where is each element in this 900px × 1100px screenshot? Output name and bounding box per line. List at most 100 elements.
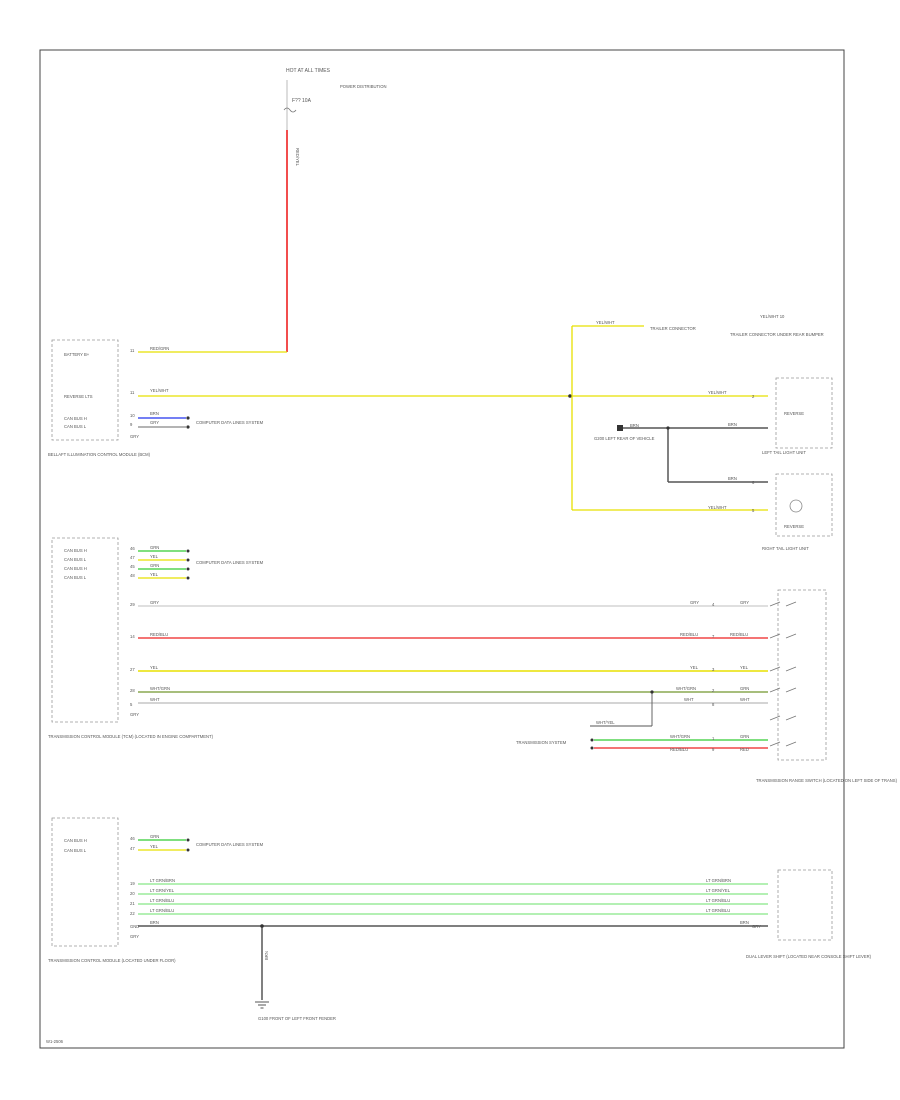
- bus-3-num: 21: [130, 901, 135, 906]
- bus-1-wire: LT GRN/BRN: [150, 878, 175, 883]
- fuse-desc: POWER DISTRIBUTION: [340, 84, 387, 89]
- bus-4-wire: LT GRN/BLU: [150, 908, 174, 913]
- lighting-module-name: BELLAFT ILLUMINATION CONTROL MODULE (BCM…: [48, 452, 151, 457]
- tcm-side-note: COMPUTER DATA LINES SYSTEM: [196, 560, 264, 565]
- bus-3-wire: LT GRN/BLU: [150, 898, 174, 903]
- right-lamp-label: RIGHT TAIL LIGHT UNIT: [762, 546, 809, 551]
- bus-2-end-wire: LT GRN/YEL: [706, 888, 731, 893]
- tcm-can-4-num: 48: [130, 573, 135, 578]
- lm-connector: GRY: [130, 434, 139, 439]
- dual-lever: GRY DUAL LEVER SHIFT (LOCATED NEAR CONSO…: [746, 869, 872, 959]
- lm-pin-3-func: CAN BUS H: [64, 416, 87, 421]
- splice-wire: WHT/YEL: [596, 720, 615, 725]
- range-switch-name: TRANSMISSION RANGE SWITCH (LOCATED ON LE…: [756, 778, 898, 783]
- right-reverse-label: REVERSE: [784, 524, 804, 529]
- tcm-can-2-func: CAN BUS L: [64, 557, 87, 562]
- range-5-end-pin: 8: [712, 702, 715, 707]
- left-lamp-wire: YEL/WHT: [708, 390, 727, 395]
- tcm-can-4-func: CAN BUS L: [64, 575, 87, 580]
- lm-pin-1-wire: RED/GRN: [150, 346, 169, 351]
- range-4-wire: WHT/GRN: [150, 686, 170, 691]
- reverse-bulb-icon: [789, 499, 803, 513]
- tcm2-name: TRANSMISSION CONTROL MODULE (LOCATED UND…: [48, 958, 176, 963]
- fuse-title: HOT AT ALL TIMES: [286, 68, 331, 74]
- bus-gnd-end-wire: BRN: [740, 920, 749, 925]
- lm-pin-3-num: 10: [130, 413, 135, 418]
- lm-pin-1-num: 11: [130, 348, 135, 353]
- range-lower-2-pin: 9: [712, 747, 715, 752]
- range-feed-label: TRANSMISSION SYSTEM: [516, 740, 567, 745]
- bus-3-end-wire: LT GRN/BLU: [706, 898, 730, 903]
- lighting-module: BATTERY B+ 11 RED/GRN REVERSE LTS 11 YEL…: [48, 339, 169, 457]
- tcm-can-3-wire: GRN: [150, 563, 159, 568]
- bus-2-wire: LT GRN/YEL: [150, 888, 175, 893]
- ground-desc: G200 LEFT REAR OF VEHICLE: [594, 436, 655, 441]
- left-lamp-box: [775, 377, 833, 449]
- bus-gnd-wire: BRN: [150, 920, 159, 925]
- left-reverse-label: REVERSE: [784, 411, 804, 416]
- fuse-id: F?? 10A: [292, 98, 312, 104]
- dual-lever-name: DUAL LEVER SHIFT (LOCATED NEAR CONSOLE S…: [746, 954, 872, 959]
- range-1-switch-wire: GRY: [740, 600, 749, 605]
- tcm-range-labels: 29 GRY GRY 4 GRY 14 RED/BLU RED/BLU 7 RE…: [130, 600, 750, 707]
- tcm-can-1-wire: GRN: [150, 545, 159, 550]
- range-1-end-wire: GRY: [690, 600, 699, 605]
- bus-gnd-num: GND: [130, 924, 139, 929]
- range-lower-2-end: RED: [740, 747, 749, 752]
- range-2-num: 14: [130, 634, 135, 639]
- reverse-lamps: YEL/WHT 2 REVERSE LEFT TAIL LIGHT UNIT Y…: [708, 377, 833, 551]
- tcm2-can-1-func: CAN BUS H: [64, 838, 87, 843]
- lm-pin-4-num: 9: [130, 422, 133, 427]
- tcm2-box: [51, 817, 119, 947]
- tcm2-can-1-wire: GRN: [150, 834, 159, 839]
- lm-pin-4-func: CAN BUS L: [64, 424, 87, 429]
- trailer-wire: YEL/WHT: [596, 320, 615, 325]
- range-3-switch-wire: YEL: [740, 665, 749, 670]
- bus-4-end-wire: LT GRN/BLU: [706, 908, 730, 913]
- left-lamp-label: LEFT TAIL LIGHT UNIT: [762, 450, 806, 455]
- fuse-wire-label: RED/YEL: [295, 148, 300, 167]
- tcm2-can-2-wire: YEL: [150, 844, 159, 849]
- switch-contact-icon: [769, 601, 797, 747]
- tcm-can-2-wire: YEL: [150, 554, 159, 559]
- tcm2-can-2-func: CAN BUS L: [64, 848, 87, 853]
- dual-lever-box: [777, 869, 833, 941]
- tcm2-connector: GRY: [130, 934, 139, 939]
- tcm2-ground-desc: G100 FRONT OF LEFT FRONT FENDER: [258, 1016, 336, 1021]
- tcm-can-2-num: 47: [130, 555, 135, 560]
- tcm2-bus-labels: 19 LT GRN/BRN LT GRN/BRN 20 LT GRN/YEL L…: [130, 878, 749, 929]
- lm-pin-2-func: REVERSE LTS: [64, 394, 93, 399]
- range-5-end-wire: WHT: [684, 697, 694, 702]
- tcm-box: [51, 537, 119, 723]
- range-lower-2-wire: RED/BLU: [670, 747, 688, 752]
- trailer-header: YEL/WHT 10: [760, 314, 785, 319]
- fuse-block: HOT AT ALL TIMES F?? 10A POWER DISTRIBUT…: [283, 68, 387, 167]
- range-4-end-wire: WHT/GRN: [676, 686, 696, 691]
- range-2-wire: RED/BLU: [150, 632, 168, 637]
- ground-wire: BRN: [728, 422, 737, 427]
- range-switch-box: [777, 589, 827, 761]
- bus-1-num: 19: [130, 881, 135, 886]
- dual-lever-connector: GRY: [752, 924, 761, 929]
- lm-pin-2-num: 11: [130, 390, 135, 395]
- lm-pin-1-func: BATTERY B+: [64, 352, 90, 357]
- range-lower-1-end: GRN: [740, 734, 749, 739]
- trailer-note: TRAILER CONNECTOR: [650, 326, 696, 331]
- tcm2-ground-wire: BRN: [264, 951, 269, 960]
- footer-code: W1-2506: [46, 1039, 64, 1044]
- range-1-end-pin: 4: [712, 602, 715, 607]
- range-1-num: 29: [130, 602, 135, 607]
- tcm2-can-2-num: 47: [130, 846, 135, 851]
- lm-side-note: COMPUTER DATA LINES SYSTEM: [196, 420, 264, 425]
- ground-label: BRN: [630, 423, 639, 428]
- right-lamp-box: [775, 473, 833, 537]
- tcm-name: TRANSMISSION CONTROL MODULE (TCM) (LOCAT…: [48, 734, 214, 739]
- range-5-switch-wire: WHT: [740, 697, 750, 702]
- ground-icon: [255, 1001, 269, 1009]
- range-4-num: 28: [130, 688, 135, 693]
- bus-4-num: 22: [130, 911, 135, 916]
- range-2-end-wire: RED/BLU: [680, 632, 698, 637]
- lm-pin-4-wire: GRY: [150, 420, 159, 425]
- right-lamp-pin: 5: [752, 508, 755, 513]
